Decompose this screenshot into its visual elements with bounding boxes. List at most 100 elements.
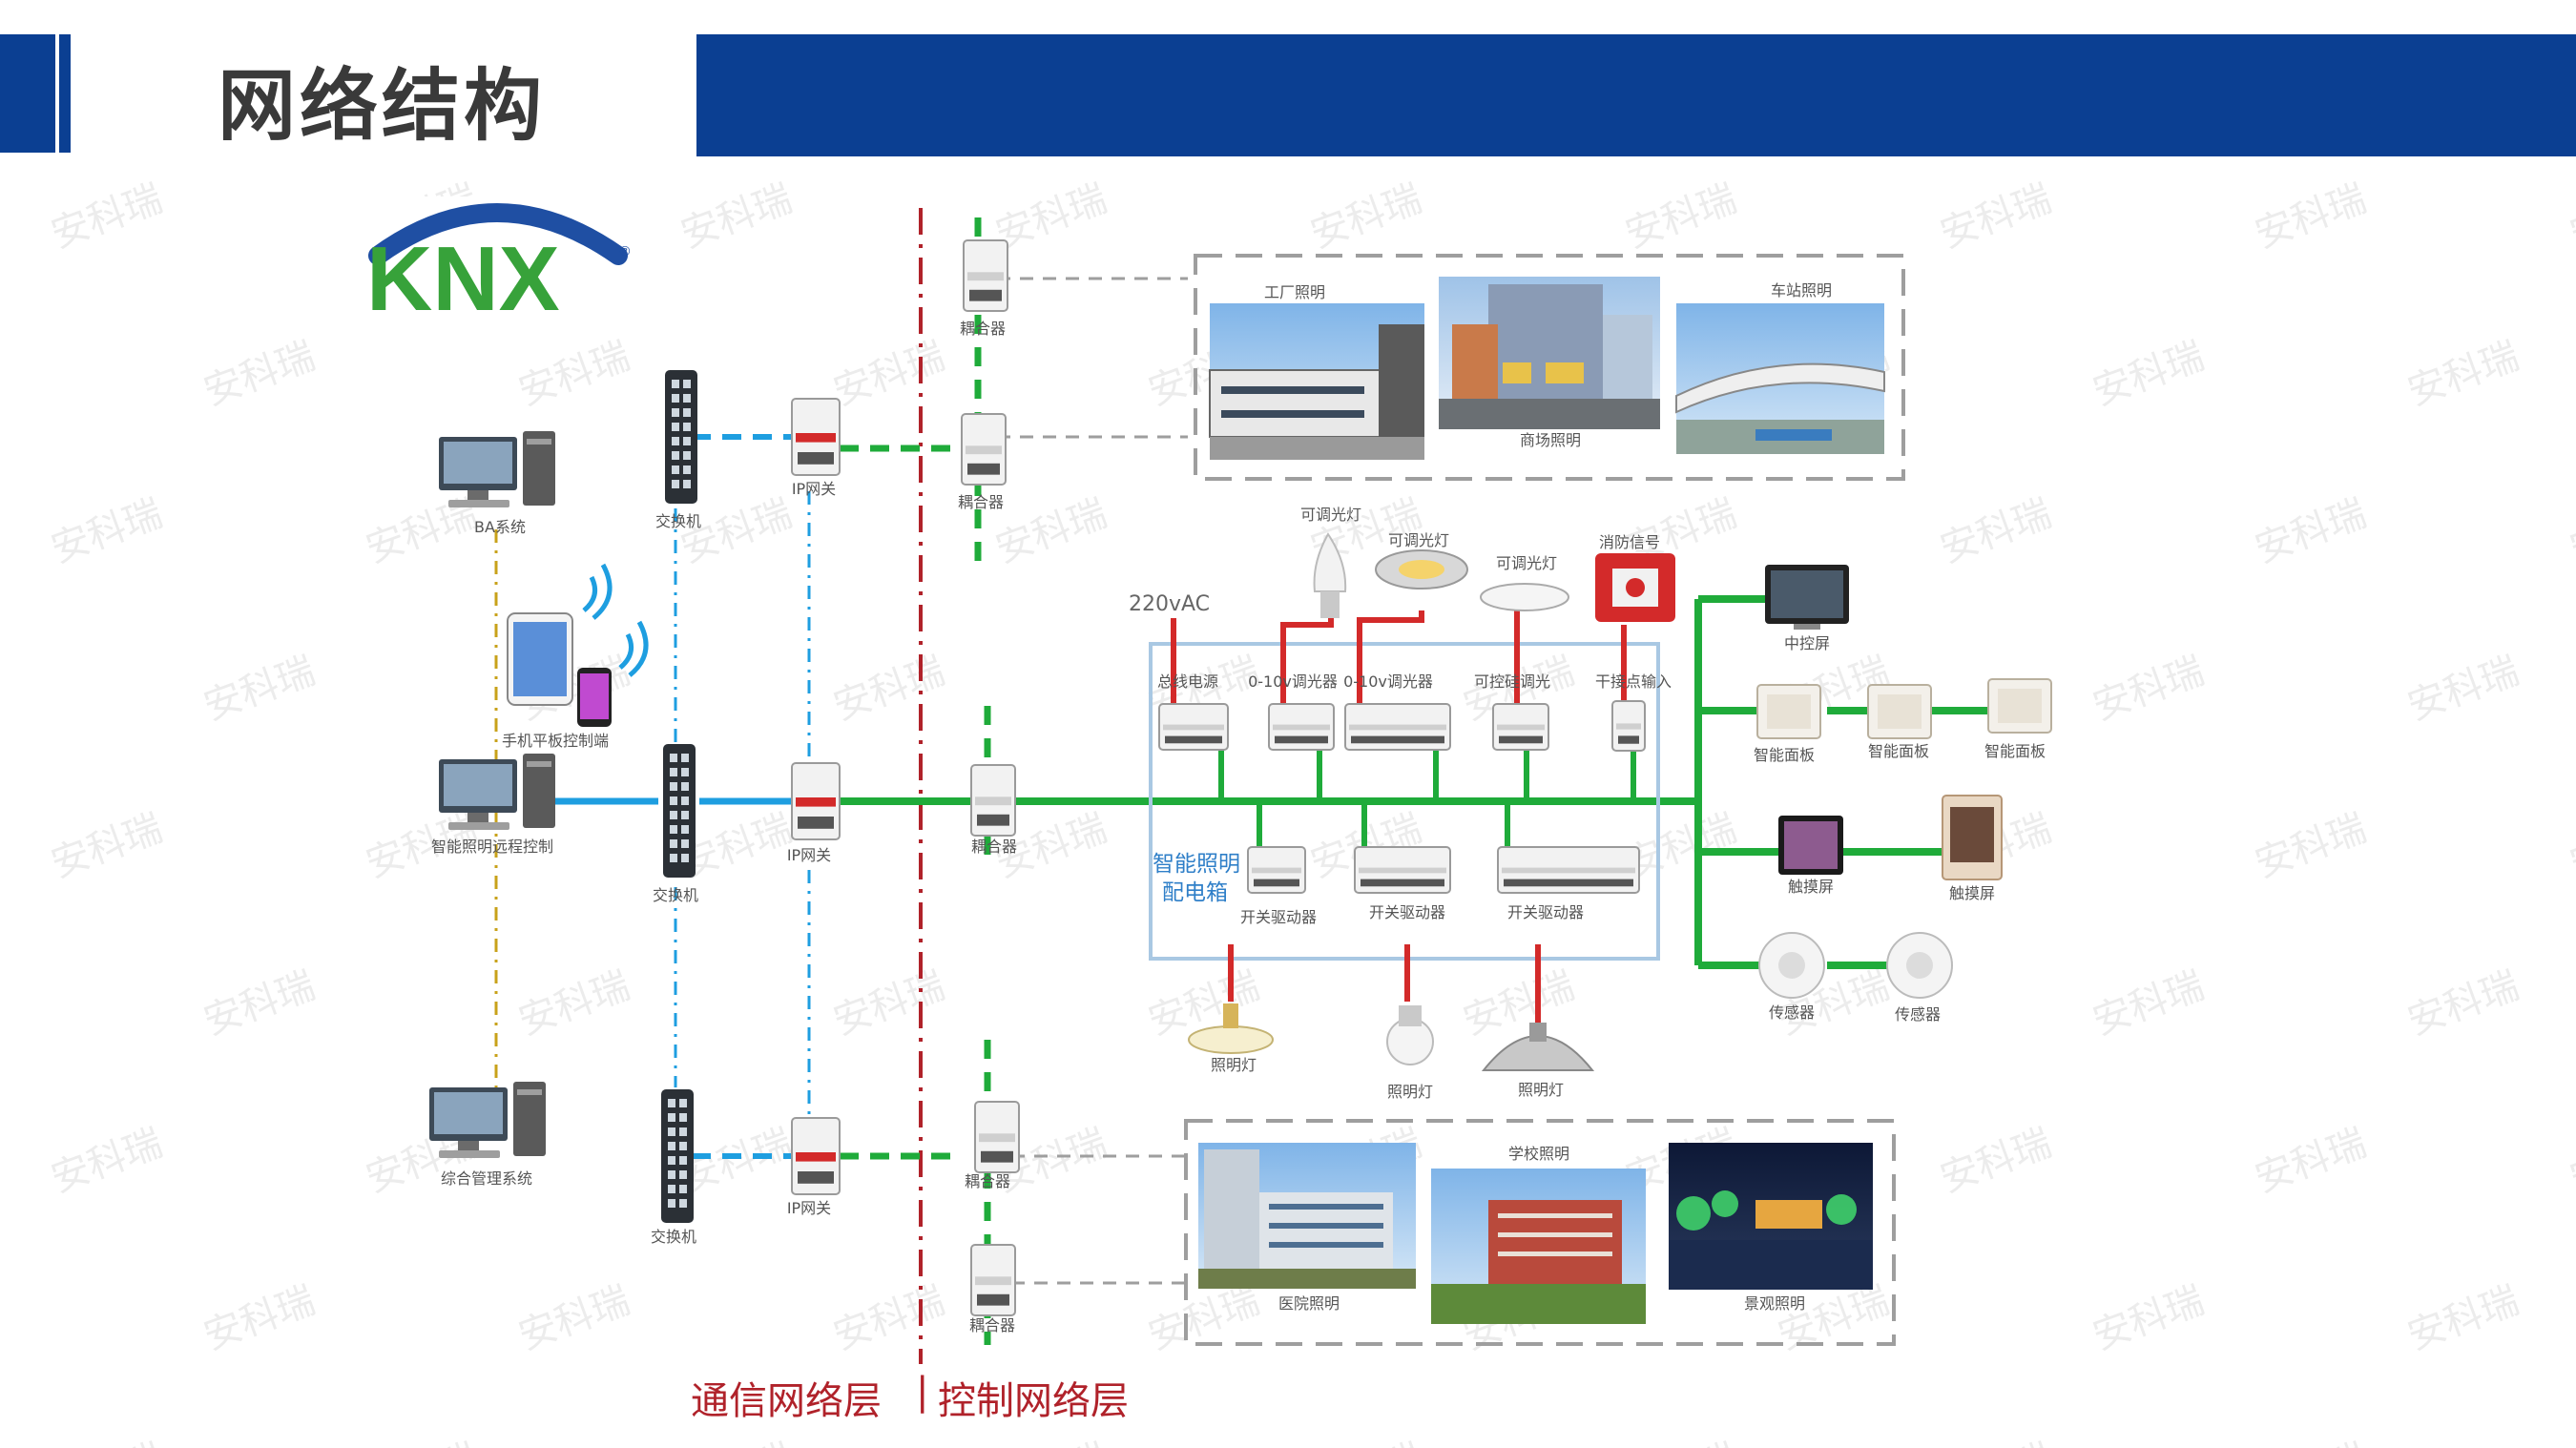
watermark-text: 安科瑞 (1458, 963, 1580, 1044)
watermark-text: 安科瑞 (361, 1436, 483, 1448)
watermark-text: 安科瑞 (990, 1436, 1112, 1448)
watermark-text: 安科瑞 (1620, 1436, 1742, 1448)
central-control-screen[interactable] (1765, 565, 1849, 630)
watermark-text: 安科瑞 (2088, 1278, 2210, 1358)
box-module-label-5: 干接点输入 (1595, 672, 1672, 691)
watermark-text: 安科瑞 (828, 1278, 950, 1358)
comm-layer-label: 通信网络层 (691, 1379, 882, 1423)
watermark-text: 安科瑞 (2402, 1278, 2524, 1358)
ip-gateway-top-label: IP网关 (792, 480, 836, 498)
bulb-lamp (1386, 1005, 1434, 1065)
coupler-5[interactable] (970, 1244, 1016, 1316)
touch-screen-1[interactable] (1778, 816, 1843, 875)
high-bay-lamp (1481, 1023, 1595, 1071)
watermark-text: 安科瑞 (2250, 491, 2372, 571)
watermark-text: 安科瑞 (198, 334, 321, 414)
watermark-text: 安科瑞 (1305, 1436, 1427, 1448)
top-lamp-label-1: 可调光灯 (1300, 506, 1361, 524)
box-module-4[interactable] (1492, 703, 1549, 751)
distribution-box-label-2: 配电箱 (1162, 880, 1228, 905)
box-module-5[interactable] (1611, 700, 1646, 752)
control-layer-label: 控制网络层 (938, 1379, 1129, 1423)
watermark-text: 安科瑞 (828, 334, 950, 414)
watermark-text: 安科瑞 (2402, 649, 2524, 729)
watermark-text: 安科瑞 (46, 176, 168, 257)
central-screen-label: 中控屏 (1784, 634, 1830, 652)
switch-actuator-3[interactable] (1497, 846, 1640, 894)
watermark-text: 安科瑞 (2250, 1121, 2372, 1201)
switch-mid[interactable] (663, 744, 696, 878)
sensor-1 (1758, 932, 1825, 999)
knx-logo-text: KNX (366, 228, 560, 330)
watermark-text: 安科瑞 (2402, 963, 2524, 1044)
ip-gateway-top[interactable] (791, 398, 841, 476)
smart-panel-3[interactable] (1987, 678, 2052, 734)
switch-actuator-label-2: 开关驱动器 (1369, 903, 1445, 921)
coupler-4-label: 耦合器 (965, 1172, 1010, 1190)
ip-gateway-bottom[interactable] (791, 1117, 841, 1195)
watermark-text: 安科瑞 (1935, 1436, 2057, 1448)
watermark-text: 安科瑞 (2088, 334, 2210, 414)
bottom-application-panel (1184, 1119, 1896, 1346)
watermark-text: 安科瑞 (1935, 1121, 2057, 1201)
sensor-2 (1886, 932, 1953, 999)
mgmt-computer[interactable] (429, 1082, 546, 1158)
switch-bottom[interactable] (661, 1089, 694, 1223)
box-module-3[interactable] (1344, 703, 1451, 751)
top-lamp-label-4: 消防信号 (1599, 533, 1660, 551)
watermark-text: 安科瑞 (2402, 334, 2524, 414)
coupler-4[interactable] (974, 1101, 1020, 1173)
photo-station (1675, 303, 1885, 454)
watermark-text: 安科瑞 (675, 176, 798, 257)
watermark-text: 安科瑞 (1935, 176, 2057, 257)
coupler-1-label: 耦合器 (960, 320, 1006, 338)
touch-screen-2[interactable] (1942, 795, 2003, 880)
mobile-control-label: 手机平板控制端 (502, 732, 609, 750)
mobile-tablet-device[interactable] (507, 612, 612, 727)
box-module-label-4: 可控硅调光 (1474, 672, 1550, 691)
watermark-text: 安科瑞 (46, 806, 168, 886)
watermark-text: 安科瑞 (1935, 491, 2057, 571)
watermark-text: 安科瑞 (2250, 806, 2372, 886)
box-module-2[interactable] (1268, 703, 1335, 751)
top-lamp-label-3: 可调光灯 (1496, 554, 1557, 572)
box-module-1[interactable] (1158, 703, 1229, 751)
smart-panel-label-1: 智能面板 (1754, 746, 1815, 764)
layer-separator: | (916, 1370, 929, 1414)
smart-panel-2[interactable] (1867, 684, 1932, 739)
bottom-panel-caption-3: 景观照明 (1744, 1294, 1805, 1313)
smart-panel-1[interactable] (1756, 684, 1821, 739)
watermark-text: 安科瑞 (2565, 1121, 2576, 1201)
coupler-3[interactable] (970, 764, 1016, 837)
sensor-label-2: 传感器 (1895, 1005, 1941, 1024)
watermark-text: 安科瑞 (513, 963, 635, 1044)
header-accent-block (0, 34, 55, 153)
ba-system-label: BA系统 (474, 518, 526, 536)
bottom-lamp-label-3: 照明灯 (1518, 1081, 1564, 1099)
box-module-label-2: 0-10v调光器 (1248, 672, 1338, 691)
page-title: 网络结构 (218, 61, 547, 152)
distribution-box-label-1: 智能照明 (1153, 852, 1240, 877)
watermark-text: 安科瑞 (2565, 176, 2576, 257)
watermark-text: 安科瑞 (2565, 491, 2576, 571)
bottom-panel-caption-2: 学校照明 (1508, 1145, 1569, 1163)
switch-actuator-2[interactable] (1354, 846, 1451, 894)
switch-mid-label: 交换机 (653, 886, 698, 904)
coupler-1[interactable] (963, 239, 1008, 312)
watermark-text: 安科瑞 (675, 1436, 798, 1448)
ba-computer[interactable] (439, 431, 555, 507)
watermark-text: 安科瑞 (2088, 649, 2210, 729)
top-lamp-label-2: 可调光灯 (1388, 531, 1449, 549)
watermark-text: 安科瑞 (828, 649, 950, 729)
top-panel-caption-1: 工厂照明 (1264, 283, 1325, 301)
remote-computer[interactable] (439, 754, 555, 830)
switch-top[interactable] (665, 370, 697, 504)
knx-logo: KNX ® (359, 197, 639, 330)
voltage-label: 220vAC (1129, 592, 1210, 616)
ip-gateway-mid[interactable] (791, 762, 841, 840)
switch-actuator-1[interactable] (1247, 846, 1306, 894)
mgmt-system-label: 综合管理系统 (441, 1169, 532, 1188)
coupler-2[interactable] (961, 413, 1007, 486)
bottom-panel-caption-1: 医院照明 (1278, 1294, 1340, 1313)
photo-hospital (1198, 1143, 1416, 1289)
